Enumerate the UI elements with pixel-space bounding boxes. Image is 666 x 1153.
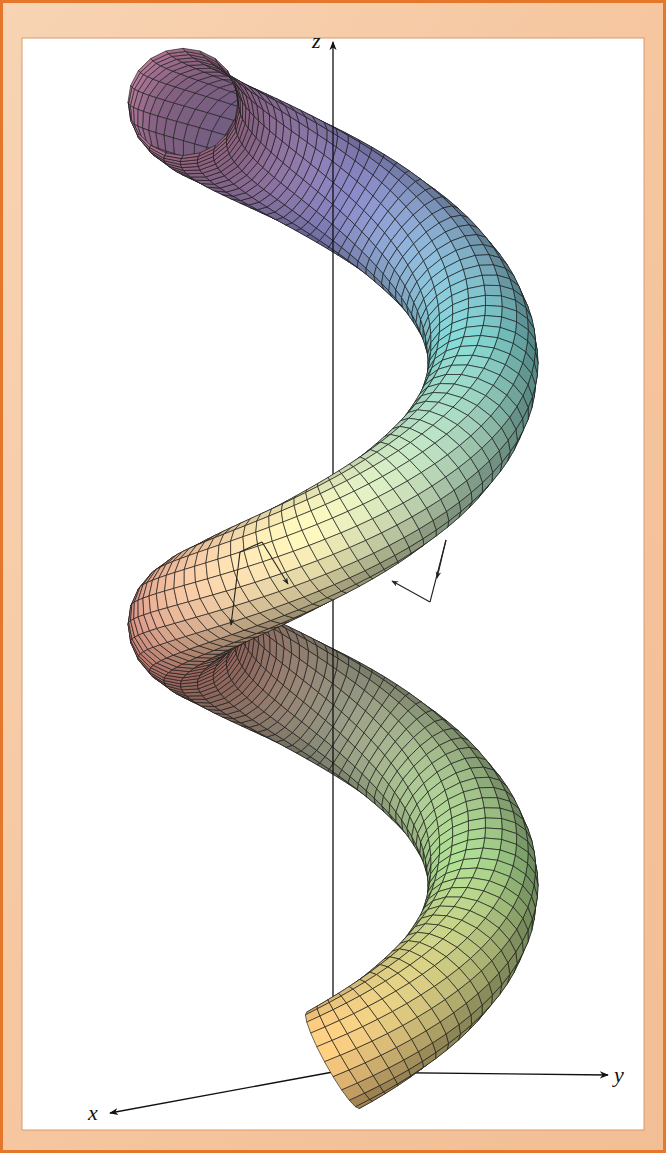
tube-patch	[484, 285, 501, 296]
tube-patch	[151, 51, 169, 61]
tube-patch	[482, 275, 500, 285]
tube-patch	[131, 70, 141, 87]
tube-surface-front	[128, 102, 538, 1109]
tube-patch	[183, 48, 202, 54]
tube-patch	[482, 798, 500, 808]
tube-patch	[484, 808, 501, 819]
tube-patch	[485, 818, 502, 829]
figure-panel	[22, 38, 644, 1130]
tube-patch	[200, 51, 217, 62]
tube-patch	[227, 70, 236, 89]
tube-patch	[166, 48, 186, 53]
tube-patch	[215, 59, 229, 75]
tube-patch	[128, 102, 131, 120]
tube-patch	[485, 295, 502, 306]
x-axis	[110, 1072, 333, 1113]
tube-patch	[143, 111, 150, 130]
tube-patch	[138, 59, 152, 73]
tube-patch	[485, 828, 502, 839]
tube-patch	[138, 109, 144, 128]
tube-patch	[128, 85, 132, 103]
